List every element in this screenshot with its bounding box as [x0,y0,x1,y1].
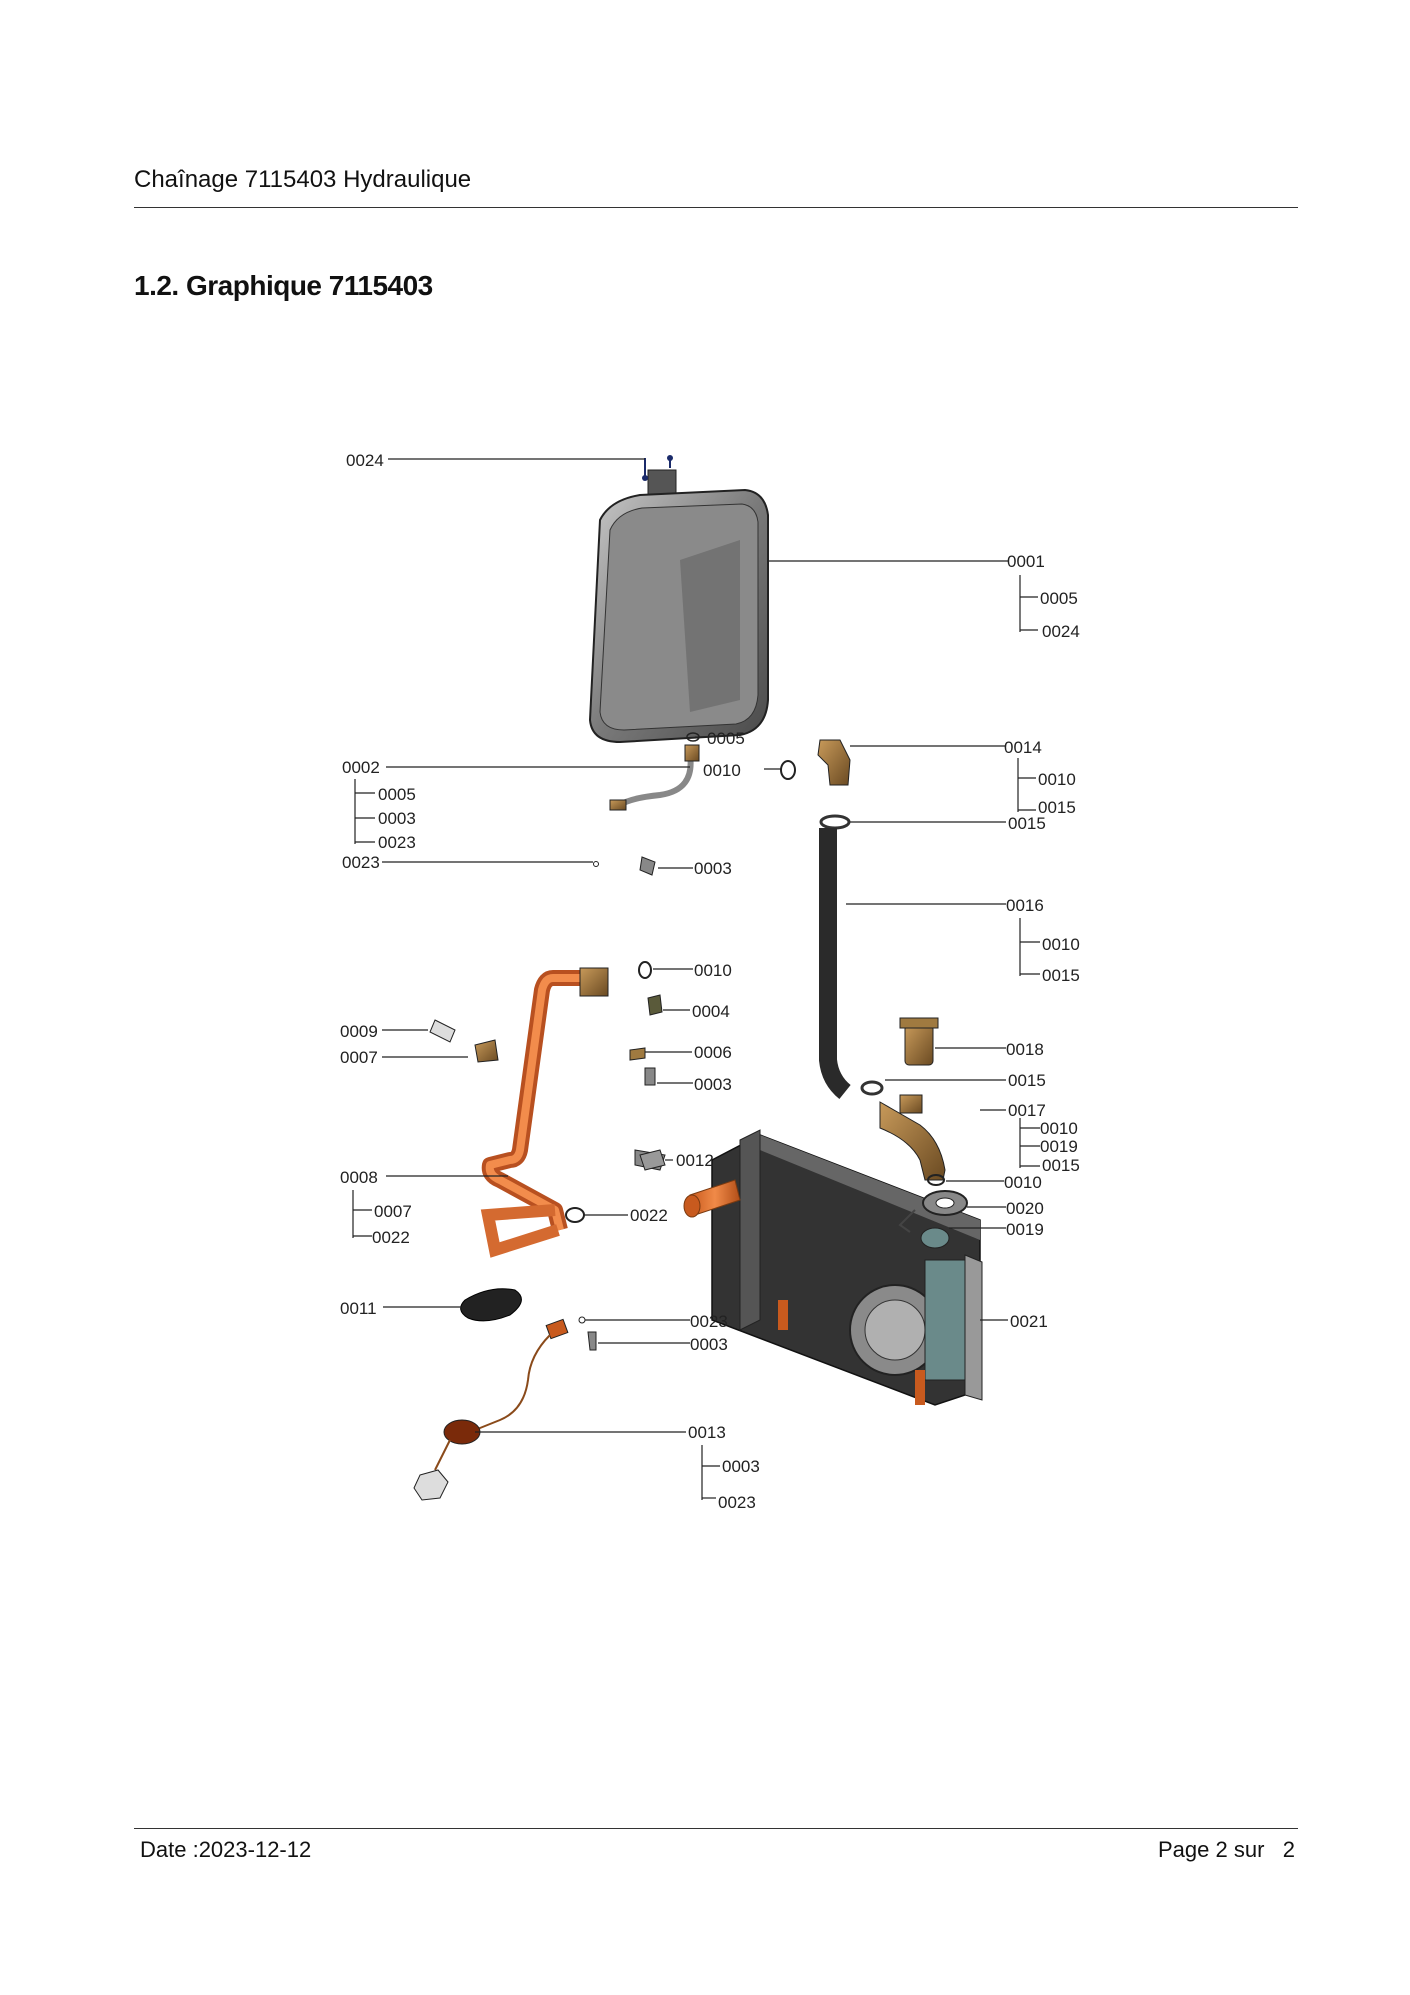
part-label: 0006 [694,1043,732,1062]
part-label: 0016 [1006,896,1044,915]
copper-pipe [480,967,609,1258]
part-label: 0022 [372,1228,410,1247]
page-header-title: Chaînage 7115403 Hydraulique [134,166,472,193]
nut [920,1227,950,1249]
part-label: 0021 [1010,1312,1048,1331]
part-label: 0018 [1006,1040,1044,1059]
hydraulic-block [639,1129,983,1406]
black-pipe [819,814,884,1100]
washer [935,1197,955,1209]
temperature-sensor [413,1318,569,1501]
part-label: 0007 [340,1048,378,1067]
part-label: 0020 [1006,1199,1044,1218]
part-label: 0023 [718,1493,756,1512]
part-label: 0010 [703,761,741,780]
part-label: 0015 [1008,814,1046,833]
part-label: 0005 [1040,589,1078,608]
part-label: 0003 [690,1335,728,1354]
footer-date: Date :2023-12-12 [140,1837,312,1862]
part-label: 0014 [1004,738,1042,757]
part-label: 0012 [676,1151,714,1170]
brass-elbow [817,739,851,786]
part-label: 0013 [688,1423,726,1442]
part-label: 0009 [340,1022,378,1041]
part-label: 0003 [694,859,732,878]
expansion-tank [588,469,769,744]
part-label: 0007 [374,1202,412,1221]
footer-divider [134,1828,1298,1829]
page-label: Page 2 sur [1158,1837,1265,1862]
part-label: 0019 [1006,1220,1044,1239]
page-total: 2 [1282,1837,1295,1862]
flex-hose [609,744,700,811]
seal-gasket [460,1288,522,1322]
part-label: 0015 [1042,966,1080,985]
part-label: 0003 [694,1075,732,1094]
part-label: 0023 [690,1312,728,1331]
part-label: 0010 [1038,770,1076,789]
part-label: 0010 [1042,935,1080,954]
part-label: 0003 [722,1457,760,1476]
part-label: 0015 [1042,1156,1080,1175]
header-divider [134,207,1298,208]
part-label: 0011 [340,1299,377,1318]
leader-lines [352,458,1040,1500]
part-label: 0005 [707,729,745,748]
part-label: 0017 [1008,1101,1046,1120]
part-label: 0004 [692,1002,730,1021]
section-title: 1.2. Graphique 7115403 [134,270,433,301]
part-label: 0001 [1007,552,1045,571]
part-label: 0023 [342,853,380,872]
part-label: 0002 [342,758,380,777]
brass-tee [879,1094,946,1181]
part-label: 0015 [1008,1071,1046,1090]
part-label: 0010 [694,961,732,980]
part-label: 0023 [378,833,416,852]
o-ring [927,1174,945,1186]
part-label: 0024 [346,451,384,470]
air-vent [899,1017,939,1066]
part-label: 0005 [378,785,416,804]
small-fittings [429,856,666,1351]
part-label: 0008 [340,1168,378,1187]
part-label: 0010 [1004,1173,1042,1192]
part-label: 0022 [630,1206,668,1225]
part-label: 0019 [1040,1137,1078,1156]
part-label: 0010 [1040,1119,1078,1138]
clip [898,1209,916,1233]
tank-screws [642,455,673,481]
part-label: 0024 [1042,622,1080,641]
part-label: 0015 [1038,798,1076,817]
callout-labels: 0024 0001 0005 0024 0005 0010 0014 0010 … [340,451,1080,1512]
o-ring [780,760,796,780]
footer-page-number: Page 2 sur 2 [1158,1837,1295,1863]
part-label: 0003 [378,809,416,828]
